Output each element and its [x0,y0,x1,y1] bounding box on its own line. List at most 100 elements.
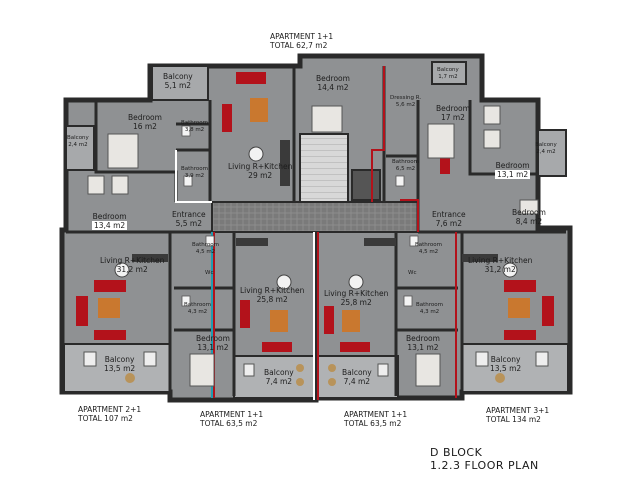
room-name: Wc [408,270,417,276]
apartment-name: APARTMENT 1+1 [270,32,334,41]
block-name: D BLOCK [430,446,483,459]
apartment-total: TOTAL 63,5 m2 [344,419,402,428]
room-area: 17 m2 [440,113,465,122]
room-name: Living R+Kitchen [100,256,165,265]
floor-plan-subtitle: 1.2.3 FLOOR PLAN [430,459,539,472]
room-area: 7,6 m2 [435,219,462,228]
room-name: Balcony [264,368,294,377]
apartment-name: APARTMENT 1+1 [344,410,408,419]
room-name: Bedroom [495,161,530,170]
apartment-total: TOTAL 134 m2 [486,415,541,424]
room-name: Living R+Kitchen [240,286,305,295]
room-name: Bathroom [181,120,209,126]
apartment-total: TOTAL 63,5 m2 [200,419,258,428]
room-area: 13,5 m2 [104,364,136,373]
apartment-total: TOTAL 62,7 m2 [270,41,328,50]
room-area: 2,4 m2 [68,141,88,148]
room-name: Living R+Kitchen [468,256,533,265]
room-area: 14,4 m2 [317,83,349,92]
balcony-area [431,61,467,85]
block-title: D BLOCK 1.2.3 FLOOR PLAN [430,446,539,472]
room-label-wc: Wc [205,270,213,277]
room-label-wc: Wc [408,270,416,277]
balcony-area [65,125,95,171]
room-area: 6,5 m2 [395,165,416,172]
room-name: Balcony [535,142,557,148]
room-name: Bathroom [181,166,209,172]
room-name: Balcony [104,355,135,364]
room-area: 31,2 m2 [116,265,148,274]
elevator [351,169,381,201]
room-name: Living R+Kitchen [324,289,389,298]
room-area: 3,8 m2 [184,126,205,133]
apartment-name: APARTMENT 3+1 [486,406,550,415]
apartment-name: APARTMENT 2+1 [78,405,142,414]
room-label-dressing-room: Dressing R.5,6 m2 [390,95,421,108]
apartment-label-bottom-left: APARTMENT 2+1 TOTAL 107 m2 [78,405,141,423]
room-name: Bathroom [416,302,444,308]
room-name: Wc [205,270,214,276]
room-area: 2,4 m2 [536,148,556,155]
room-name: Bedroom [316,74,350,83]
room-name: Bedroom [436,104,470,113]
room-name: Living R+Kitchen [228,162,293,171]
apartment-total: TOTAL 107 m2 [78,414,133,423]
room-area: 4,3 m2 [187,308,208,315]
room-name: Balcony [437,67,459,73]
balcony-area [151,65,209,101]
room-area: 5,6 m2 [395,101,416,108]
room-area: 4,3 m2 [419,308,440,315]
room-area: 3,9 m2 [184,172,205,179]
room-area: 8,4 m2 [515,217,543,226]
room-area: 31,2 m2 [484,265,516,274]
room-name: Balcony [67,135,89,141]
room-area: 13,1 m2 [197,343,229,352]
room-area: 25,8 m2 [256,295,288,304]
room-area: 13,1 m2 [407,343,439,352]
room-name: Dressing R. [390,95,422,101]
room-name: Entrance [432,210,466,219]
balcony-area [537,129,567,177]
room-name: Bedroom [406,334,440,343]
room-area: 7,4 m2 [343,377,371,386]
apartment-name: APARTMENT 1+1 [200,410,264,419]
room-name: Bathroom [415,242,443,248]
room-area: 13,1 m2 [495,170,531,179]
room-area: 1,7 m2 [438,73,458,80]
room-area: 5,5 m2 [175,219,202,228]
apartment-label-bottom-center-left: APARTMENT 1+1 TOTAL 63,5 m2 [200,410,263,428]
room-name: Bedroom [196,334,230,343]
room-name: Entrance [172,210,206,219]
room-area: 13,4 m2 [92,221,128,230]
room-area: 5,1 m2 [164,81,192,90]
room-name: Bathroom [184,302,212,308]
room-name: Balcony [163,72,193,81]
room-area: 4,5 m2 [418,248,439,255]
room-name: Bathroom [392,159,420,165]
room-area: 29 m2 [248,171,273,180]
